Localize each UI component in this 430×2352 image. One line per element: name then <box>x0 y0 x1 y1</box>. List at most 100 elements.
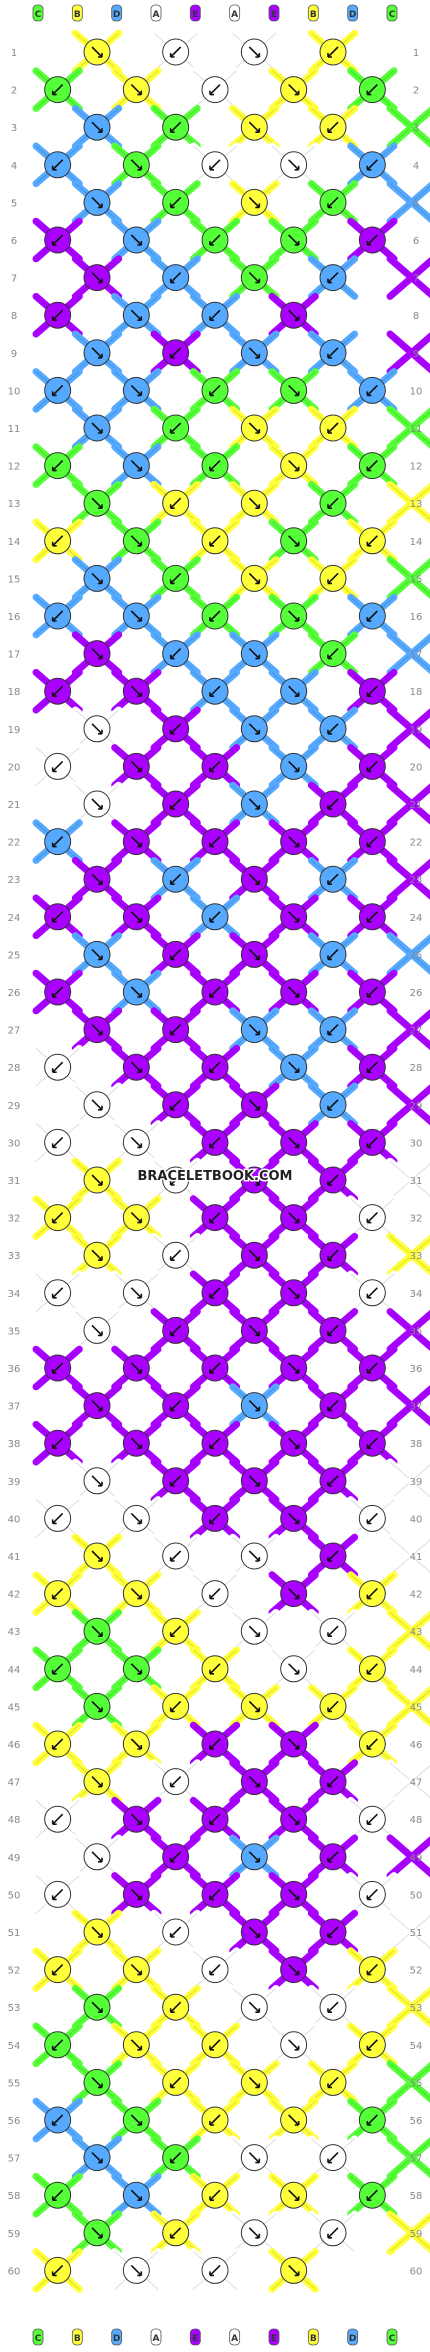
knot-arrowhead <box>51 1068 57 1073</box>
row-number-right: 27 <box>410 1026 423 1037</box>
thread-edge <box>389 2213 412 2234</box>
knot-arrowhead <box>255 1632 261 1637</box>
thread-edge <box>389 333 412 354</box>
row-number-right: 54 <box>410 2041 423 2052</box>
knot-arrowhead <box>169 1707 175 1713</box>
row-number-left: 19 <box>8 725 21 736</box>
knot-arrow <box>52 911 64 923</box>
knot-arrowhead <box>327 1331 332 1337</box>
thread-segment <box>386 1984 416 2011</box>
knot-arrow <box>248 648 260 660</box>
knot-arrowhead <box>51 2121 57 2126</box>
knot-arrow <box>327 1324 339 1336</box>
knot-arrowhead <box>327 53 332 58</box>
row-number-right: 35 <box>410 1326 423 1337</box>
thread-segment <box>386 856 416 883</box>
knot-arrowhead <box>169 1181 175 1186</box>
knot-arrow <box>170 1324 182 1336</box>
knot-arrow <box>327 196 339 208</box>
knot-arrow <box>130 535 142 547</box>
row-number-left: 18 <box>8 687 21 698</box>
strand-label-swatch <box>347 2328 359 2346</box>
knot-arrow <box>366 234 378 246</box>
knot-arrowhead <box>294 1820 300 1825</box>
knot-arrow <box>91 121 103 133</box>
knot-arrow <box>288 1964 300 1976</box>
thread-segment <box>386 781 416 808</box>
knot-arrowhead <box>137 1745 143 1750</box>
row-number-left: 38 <box>8 1439 21 1450</box>
row-number-right: 36 <box>410 1364 423 1375</box>
row-number-left: 28 <box>8 1063 21 1074</box>
thread-edge <box>389 1311 412 1331</box>
knot-arrowhead <box>209 1519 214 1525</box>
row-number-left: 50 <box>8 1890 21 1901</box>
knot-arrow <box>130 610 142 622</box>
knot-arrow <box>130 1512 142 1524</box>
row-number-left: 46 <box>8 1740 21 1751</box>
strand-label-swatch <box>71 2328 83 2346</box>
knot-arrow <box>209 836 221 848</box>
knot-arrow <box>366 836 378 848</box>
knot-arrowhead <box>294 1519 300 1525</box>
knot-arrow <box>366 1888 378 1900</box>
knot-arrowhead <box>255 353 261 359</box>
row-number-left: 22 <box>8 838 21 849</box>
knot-arrowhead <box>255 1933 261 1938</box>
strand-label: B <box>310 2334 317 2344</box>
knot-arrow <box>248 1625 260 1637</box>
knot-arrow <box>327 1851 339 1863</box>
knot-arrow <box>248 798 260 810</box>
knot-arrow <box>288 1212 300 1224</box>
strand-label: A <box>153 2334 160 2344</box>
row-number-left: 33 <box>8 1251 21 1262</box>
knot-arrow <box>170 497 182 509</box>
knot-arrowhead <box>169 1331 175 1337</box>
knot-arrowhead <box>98 1406 103 1412</box>
strand-label-swatch <box>386 4 398 22</box>
knot-arrowhead <box>255 1181 261 1186</box>
row-number-right: 5 <box>413 198 419 209</box>
row-number-left: 49 <box>8 1853 21 1864</box>
row-number-right: 44 <box>410 1665 423 1676</box>
knot-arrow <box>130 2039 142 2051</box>
knot-arrowhead <box>169 1256 175 1261</box>
knot-arrowhead <box>98 353 103 359</box>
knot-arrow <box>366 1061 378 1073</box>
strand-label-swatch <box>150 4 162 22</box>
knot-arrowhead <box>137 767 143 773</box>
knot-arrowhead <box>137 391 143 397</box>
knot-arrow <box>248 1024 260 1036</box>
knot-arrow <box>91 723 103 735</box>
knot-arrow <box>130 760 142 772</box>
knot-arrowhead <box>137 1669 143 1675</box>
row-number-right: 49 <box>410 1853 423 1864</box>
knot-arrowhead <box>327 1933 332 1938</box>
knot-arrow <box>91 272 103 284</box>
thread-segment <box>386 1458 416 1485</box>
knot-arrowhead <box>137 1369 143 1374</box>
knot-arrowhead <box>169 1632 175 1637</box>
knot-arrow <box>327 1550 339 1562</box>
knot-arrow <box>170 2152 182 2164</box>
row-number-left: 60 <box>8 2266 21 2277</box>
knot-arrowhead <box>137 1068 143 1073</box>
row-number-right: 58 <box>410 2191 423 2202</box>
knot-arrow <box>288 2039 300 2051</box>
knot-arrow <box>130 2189 142 2201</box>
knot-arrow <box>327 1776 339 1788</box>
knot-arrowhead <box>51 1745 57 1750</box>
strand-label-swatch <box>229 2328 241 2346</box>
row-number-left: 54 <box>8 2041 21 2052</box>
row-number-right: 31 <box>410 1176 423 1187</box>
knot-arrow <box>170 272 182 284</box>
thread-segment <box>386 255 416 282</box>
knot-arrow <box>170 1776 182 1788</box>
knot-arrow <box>288 1362 300 1374</box>
knot-arrow <box>209 2264 221 2276</box>
knot-arrowhead <box>98 1105 103 1111</box>
knot-arrow <box>170 798 182 810</box>
knot-arrow <box>248 1550 260 1562</box>
knot-arrow <box>52 1512 64 1524</box>
knot-arrow <box>209 2189 221 2201</box>
